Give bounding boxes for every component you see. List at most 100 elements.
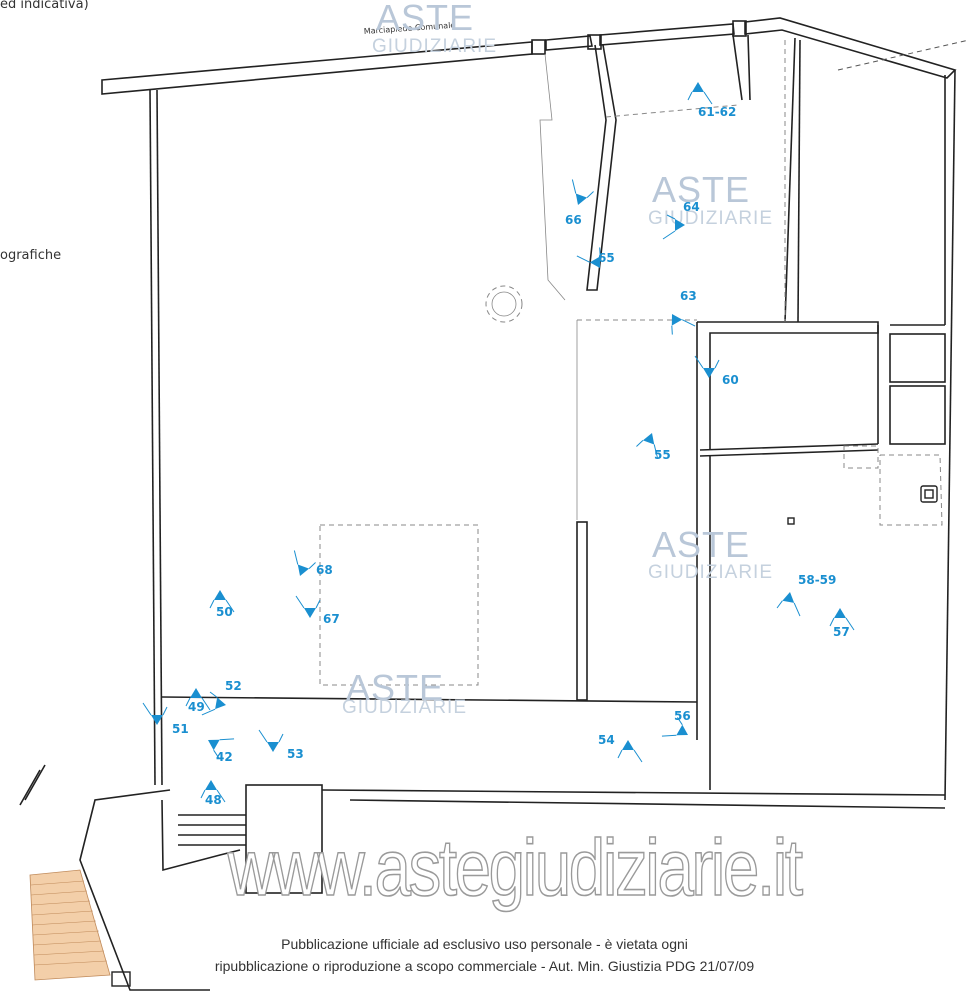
view-angle-lines bbox=[617, 749, 643, 763]
photo-marker-68: 68 bbox=[293, 550, 333, 577]
view-angle-lines bbox=[209, 599, 235, 613]
camera-direction-icon bbox=[190, 688, 202, 698]
photo-marker-label: 60 bbox=[722, 373, 739, 387]
svg-text:GIUDIZIARIE: GIUDIZIARIE bbox=[648, 562, 773, 583]
svg-text:ASTE: ASTE bbox=[652, 169, 750, 210]
camera-direction-icon bbox=[692, 82, 704, 92]
photo-marker-label: 54 bbox=[598, 733, 615, 747]
view-angle-lines bbox=[213, 738, 235, 758]
photo-marker-label: 67 bbox=[323, 612, 340, 626]
photo-marker-42: 42 bbox=[208, 738, 235, 764]
photo-marker-52: 52 bbox=[201, 679, 242, 716]
view-angle-lines bbox=[200, 789, 226, 803]
watermark-logo-1: ASTE GIUDIZIARIE bbox=[372, 0, 497, 57]
watermark-logo-4: ASTE GIUDIZIARIE bbox=[342, 667, 467, 718]
camera-direction-icon bbox=[676, 724, 688, 736]
camera-direction-icon bbox=[675, 219, 685, 231]
photo-marker-label: 63 bbox=[680, 289, 697, 303]
thin-lines bbox=[491, 53, 578, 520]
photo-marker-label: 51 bbox=[172, 722, 189, 736]
camera-direction-icon bbox=[671, 314, 683, 326]
photo-marker-label: 50 bbox=[216, 605, 233, 619]
camera-direction-icon bbox=[267, 742, 279, 752]
view-angle-lines bbox=[185, 697, 211, 711]
photo-marker-label: 48 bbox=[205, 793, 222, 807]
photo-marker-63: 63 bbox=[671, 289, 697, 335]
photo-marker-66: 66 bbox=[565, 179, 594, 227]
camera-direction-icon bbox=[782, 592, 795, 603]
photo-marker-51: 51 bbox=[142, 702, 189, 736]
watermark-url: www.astegiudiziarie.it bbox=[227, 822, 804, 913]
photo-marker-61-62: 61-62 bbox=[687, 82, 736, 119]
camera-direction-icon bbox=[214, 590, 226, 600]
legend-fragment-top: ed indicativa) bbox=[0, 0, 89, 12]
camera-direction-icon bbox=[589, 256, 601, 268]
photo-marker-label: 61-62 bbox=[698, 105, 736, 119]
camera-direction-icon bbox=[575, 193, 588, 205]
camera-direction-icon bbox=[297, 564, 310, 576]
photo-marker-64: 64 bbox=[662, 200, 700, 240]
view-angle-lines bbox=[576, 247, 601, 263]
camera-direction-icon bbox=[642, 433, 655, 445]
view-angle-lines bbox=[636, 439, 659, 459]
walls bbox=[19, 17, 957, 991]
photo-marker-label: 53 bbox=[287, 747, 304, 761]
photo-marker-57: 57 bbox=[829, 608, 855, 639]
svg-text:GIUDIZIARIE: GIUDIZIARIE bbox=[648, 208, 773, 229]
photo-marker-60: 60 bbox=[694, 355, 739, 387]
svg-text:GIUDIZIARIE: GIUDIZIARIE bbox=[342, 697, 467, 718]
toilet-icon bbox=[787, 485, 938, 525]
photo-marker-65: 65 bbox=[576, 247, 615, 268]
photo-marker-label: 58-59 bbox=[798, 573, 836, 587]
photo-marker-label: 56 bbox=[674, 709, 691, 723]
photo-marker-label: 68 bbox=[316, 563, 333, 577]
view-angle-lines bbox=[258, 729, 284, 743]
footer-line-2: ripubblicazione o riproduzione a scopo c… bbox=[214, 958, 755, 974]
footer-line-1: Pubblicazione ufficiale ad esclusivo uso… bbox=[281, 936, 688, 952]
stair-hatching bbox=[29, 869, 131, 987]
photo-marker-label: 55 bbox=[654, 448, 671, 462]
view-angle-lines bbox=[776, 600, 801, 617]
view-angle-lines bbox=[671, 319, 696, 335]
svg-text:ASTE: ASTE bbox=[652, 524, 750, 565]
photo-marker-54: 54 bbox=[598, 733, 643, 763]
svg-text:ASTE: ASTE bbox=[376, 0, 474, 38]
legend-fragment-left: ografiche bbox=[0, 248, 62, 263]
svg-text:GIUDIZIARIE: GIUDIZIARIE bbox=[372, 36, 497, 57]
view-angle-lines bbox=[142, 702, 168, 716]
photo-marker-49: 49 bbox=[185, 688, 211, 714]
svg-text:ASTE: ASTE bbox=[346, 667, 444, 708]
photo-marker-58-59: 58-59 bbox=[776, 573, 836, 617]
photo-marker-48: 48 bbox=[200, 780, 226, 807]
view-angle-lines bbox=[201, 691, 218, 716]
photo-marker-label: 42 bbox=[216, 750, 233, 764]
photo-marker-label: 65 bbox=[598, 251, 615, 265]
photo-marker-label: 57 bbox=[833, 625, 850, 639]
view-angle-lines bbox=[571, 179, 594, 199]
camera-direction-icon bbox=[205, 780, 217, 790]
photo-marker-label: 49 bbox=[188, 700, 205, 714]
view-angle-lines bbox=[687, 91, 713, 105]
camera-direction-icon bbox=[151, 715, 163, 725]
photo-marker-67: 67 bbox=[295, 595, 340, 626]
view-angle-lines bbox=[295, 595, 321, 609]
photo-marker-56: 56 bbox=[661, 709, 691, 737]
view-angle-lines bbox=[293, 550, 316, 570]
camera-direction-icon bbox=[215, 697, 226, 710]
dashed-outlines bbox=[319, 39, 969, 686]
camera-direction-icon bbox=[834, 608, 846, 618]
photo-marker-55: 55 bbox=[636, 433, 671, 462]
camera-direction-icon bbox=[208, 739, 220, 751]
photo-marker-50: 50 bbox=[209, 590, 235, 619]
camera-direction-icon bbox=[622, 740, 634, 750]
camera-direction-icon bbox=[304, 608, 316, 618]
watermark-logo-2: ASTE GIUDIZIARIE bbox=[648, 169, 773, 229]
watermark-logo-3: ASTE GIUDIZIARIE bbox=[648, 524, 773, 583]
view-angle-lines bbox=[829, 617, 855, 631]
view-angle-lines bbox=[694, 355, 720, 369]
view-angle-lines bbox=[661, 717, 683, 737]
camera-direction-icon bbox=[703, 368, 715, 378]
photo-marker-label: 52 bbox=[225, 679, 242, 693]
photo-marker-label: 64 bbox=[683, 200, 700, 214]
